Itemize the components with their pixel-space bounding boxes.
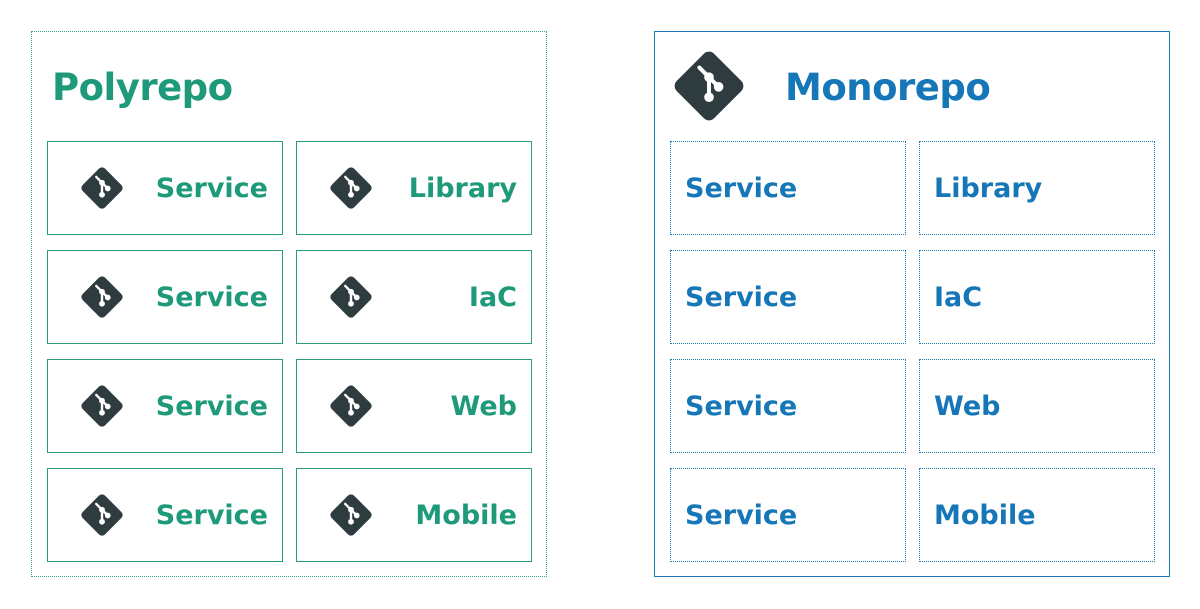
polyrepo-item-label: Mobile [415,499,517,531]
monorepo-item-label: Service [685,499,798,531]
git-icon [327,382,375,430]
polyrepo-item: Web [296,359,532,453]
polyrepo-item: Library [296,141,532,235]
monorepo-item-label: Service [685,281,798,313]
monorepo-item: Service [670,141,906,235]
monorepo-item: Service [670,468,906,562]
polyrepo-title: Polyrepo [52,66,233,109]
monorepo-item-label: Service [685,172,798,204]
git-icon [669,46,749,126]
polyrepo-item: Mobile [296,468,532,562]
monorepo-item: Service [670,250,906,344]
polyrepo-panel: Polyrepo Service Library Service IaC Ser… [31,31,547,577]
monorepo-item-label: IaC [934,281,983,313]
polyrepo-item-label: Web [450,390,517,422]
git-icon [327,273,375,321]
polyrepo-item-label: Service [155,281,268,313]
monorepo-item: Library [919,141,1155,235]
polyrepo-item-label: Service [155,499,268,531]
git-icon [327,491,375,539]
monorepo-item-label: Service [685,390,798,422]
monorepo-item: Service [670,359,906,453]
polyrepo-item: Service [47,468,283,562]
polyrepo-item: Service [47,359,283,453]
monorepo-item: Web [919,359,1155,453]
monorepo-item-label: Mobile [934,499,1036,531]
polyrepo-item-label: Service [155,172,268,204]
monorepo-item: IaC [919,250,1155,344]
polyrepo-item-label: IaC [468,281,517,313]
git-icon [327,164,375,212]
git-icon [78,491,126,539]
monorepo-title: Monorepo [785,66,991,109]
polyrepo-item: Service [47,250,283,344]
monorepo-item-label: Library [934,172,1043,204]
monorepo-panel: Monorepo Service Library Service IaC Ser… [654,31,1170,577]
git-icon [78,164,126,212]
polyrepo-item: IaC [296,250,532,344]
git-icon [78,273,126,321]
polyrepo-item-label: Service [155,390,268,422]
polyrepo-item-label: Library [408,172,517,204]
monorepo-item: Mobile [919,468,1155,562]
monorepo-item-label: Web [934,390,1001,422]
git-icon [78,382,126,430]
polyrepo-item: Service [47,141,283,235]
